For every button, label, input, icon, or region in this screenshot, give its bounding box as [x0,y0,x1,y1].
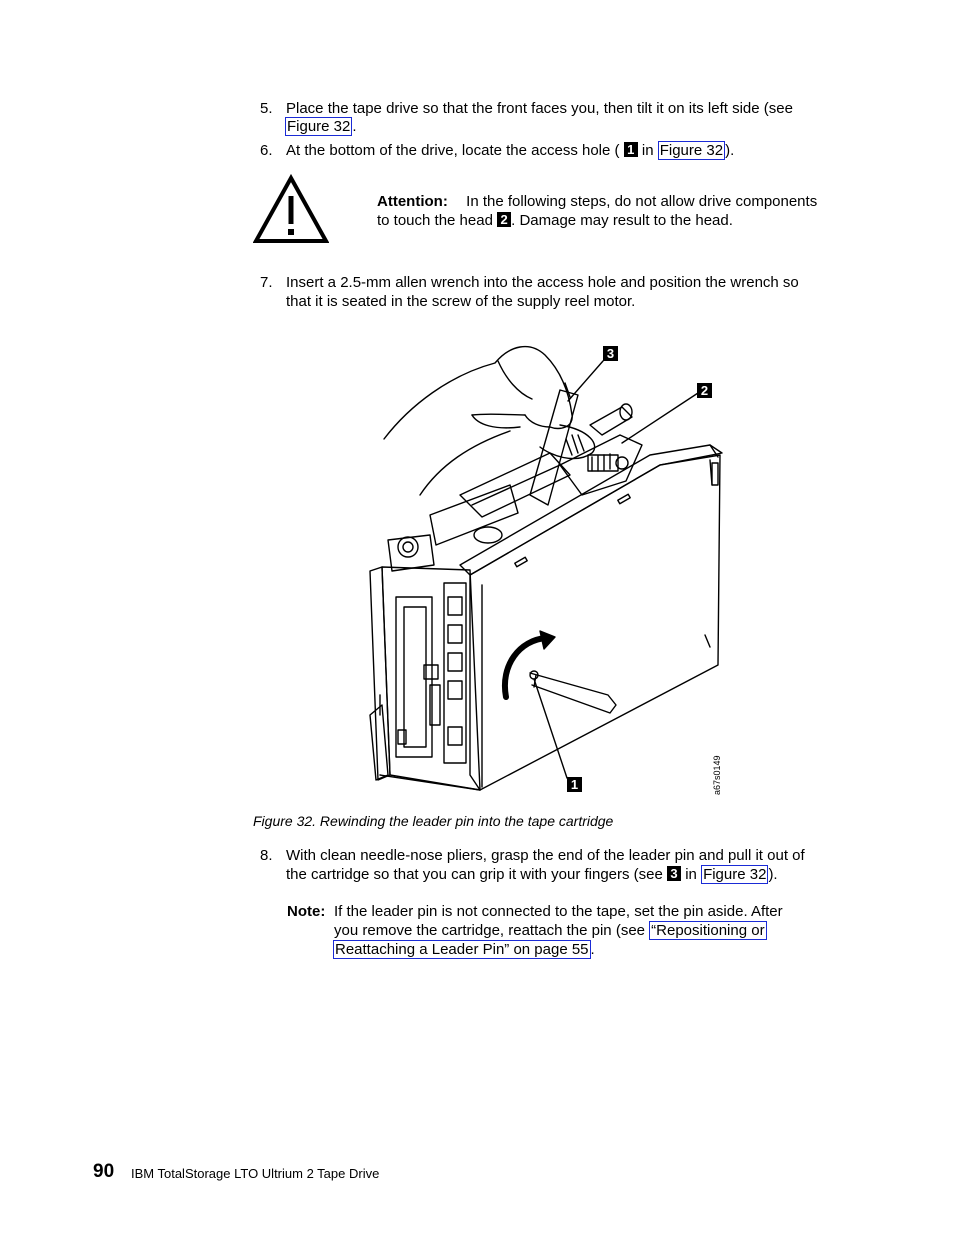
step-text-end: ). [725,142,735,159]
figure-caption: Figure 32. Rewinding the leader pin into… [253,813,614,829]
step-number: 7. [260,274,273,291]
figure-32-link[interactable]: Figure 32 [285,117,353,136]
step-text-mid: in [641,142,654,159]
step-text-end: . [352,118,357,135]
attention-text: In the following steps, do not allow dri… [466,193,818,210]
callout-3-badge: 3 [667,866,682,881]
repositioning-link-cont[interactable]: Reattaching a Leader Pin” on page 55 [333,940,591,959]
note-text-end: . [590,941,595,958]
attention-text-2: to touch the head [377,212,493,229]
note-text-2: you remove the cartridge, reattach the p… [334,922,650,939]
warning-triangle-icon [253,174,329,243]
attention-text-3: . Damage may result to the head. [511,212,733,229]
page-number: 90 [93,1161,115,1182]
step-text-end: ). [768,866,778,883]
step-text-mid: in [685,866,697,883]
note-text: If the leader pin is not connected to th… [334,903,783,920]
figure-32-link[interactable]: Figure 32 [701,865,769,884]
figure-id: a67s0149 [712,755,722,795]
step-text: At the bottom of the drive, locate the a… [286,142,620,159]
callout-1-badge: 1 [567,777,582,792]
step-text: With clean needle-nose pliers, grasp the… [286,847,805,864]
note-label: Note: [287,903,326,920]
step-text-2: the cartridge so that you can grip it wi… [286,866,663,883]
step-text: Place the tape drive so that the front f… [286,100,793,117]
repositioning-link[interactable]: “Repositioning or [649,921,767,940]
callout-3-badge: 3 [603,346,618,361]
step-number: 6. [260,142,273,159]
callout-2-badge: 2 [497,212,512,227]
callout-2-badge: 2 [697,383,712,398]
figure-32-link[interactable]: Figure 32 [657,141,726,160]
book-title: IBM TotalStorage LTO Ultrium 2 Tape Driv… [131,1166,380,1181]
tape-drive-illustration [369,345,723,791]
attention-label: Attention: [377,193,448,210]
step-text: Insert a 2.5-mm allen wrench into the ac… [286,274,799,291]
step-number: 8. [260,847,273,864]
step-text-2: that it is seated in the screw of the su… [286,293,636,310]
step-number: 5. [260,100,273,117]
callout-1-badge: 1 [623,142,638,157]
